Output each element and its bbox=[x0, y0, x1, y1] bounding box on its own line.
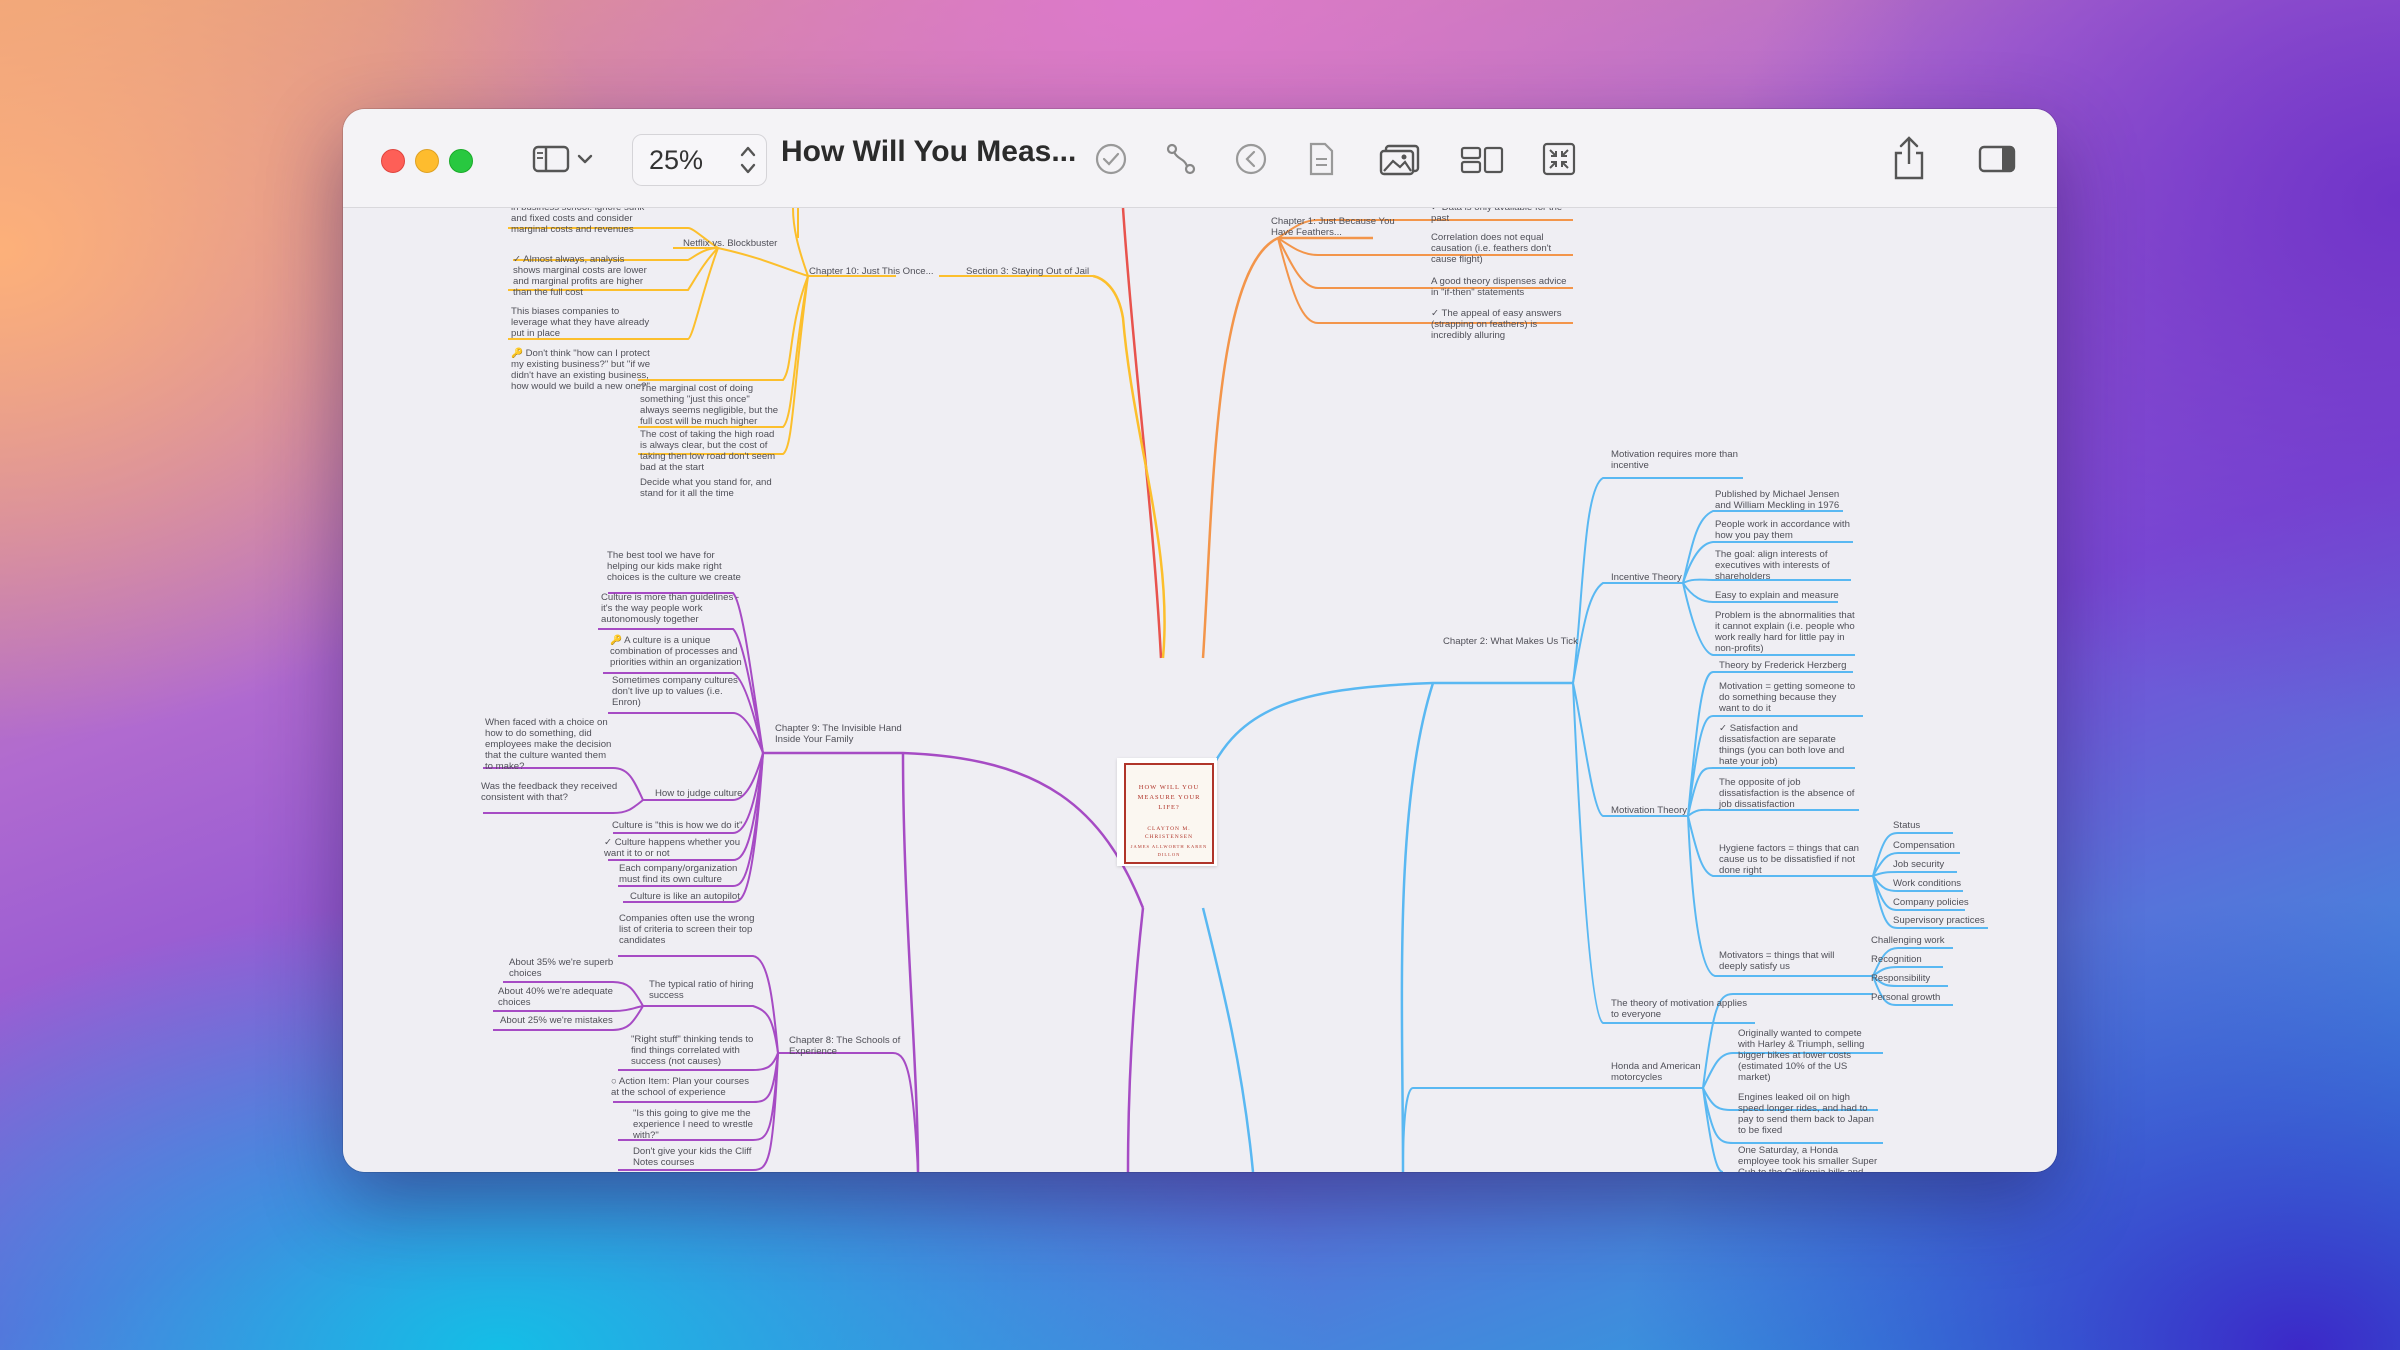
book-cover-title: HOW WILL YOU MEASURE YOUR LIFE? bbox=[1137, 784, 1201, 811]
inspector-icon[interactable] bbox=[1975, 139, 2019, 179]
topic-node[interactable]: Published by Michael Jensen and William … bbox=[1715, 489, 1840, 511]
share-icon[interactable] bbox=[1887, 133, 1931, 183]
topic-node[interactable]: The marginal cost of doing something "ju… bbox=[640, 383, 779, 427]
layout-icon[interactable] bbox=[1459, 139, 1505, 179]
topic-node[interactable]: 🔑 A culture is a unique combination of p… bbox=[610, 635, 742, 668]
topic-node[interactable]: Correlation does not equal causation (i.… bbox=[1431, 232, 1552, 265]
topic-node[interactable]: Responsibility bbox=[1871, 973, 1931, 984]
topic-node[interactable]: About 40% we're adequate choices bbox=[498, 986, 613, 1008]
topic-node[interactable]: Recognition bbox=[1871, 954, 1922, 965]
topic-node[interactable]: About 35% we're superb choices bbox=[509, 957, 614, 979]
topic-node[interactable]: Status bbox=[1893, 820, 1921, 831]
topic-node[interactable]: ✓ Culture happens whether you want it to… bbox=[604, 837, 741, 859]
topic-node[interactable]: Chapter 1: Just Because You Have Feather… bbox=[1271, 216, 1395, 238]
topic-node[interactable]: The opposite of job dissatisfaction is t… bbox=[1719, 777, 1855, 810]
stepper-icon[interactable] bbox=[740, 144, 756, 181]
topic-node[interactable]: Culture is "this is how we do it" bbox=[612, 820, 743, 831]
zoom-button[interactable] bbox=[449, 149, 473, 173]
document-title: How Will You Meas... bbox=[781, 135, 1077, 168]
topic-node[interactable]: Chapter 10: Just This Once... bbox=[809, 266, 934, 277]
topic-node[interactable]: A good theory dispenses advice in "if-th… bbox=[1431, 276, 1567, 298]
topic-node[interactable]: Culture is like an autopilot bbox=[630, 891, 740, 902]
topic-node[interactable]: This biases companies to leverage what t… bbox=[511, 306, 650, 339]
images-icon[interactable] bbox=[1377, 139, 1423, 179]
topic-node[interactable]: Culture is more than guidelines - it's t… bbox=[601, 592, 740, 625]
close-button[interactable] bbox=[381, 149, 405, 173]
topic-node[interactable]: People work in accordance with how you p… bbox=[1715, 519, 1850, 541]
topic-node[interactable]: Motivation = getting someone to do somet… bbox=[1719, 681, 1856, 714]
topic-node[interactable]: Compensation bbox=[1893, 840, 1955, 851]
zoom-value: 25% bbox=[649, 145, 704, 175]
topic-node[interactable]: Was the feedback they received consisten… bbox=[481, 781, 618, 803]
topic-node[interactable]: Supervisory practices bbox=[1893, 915, 1985, 926]
back-icon[interactable] bbox=[1231, 139, 1271, 179]
topic-node[interactable]: Chapter 2: What Makes Us Tick bbox=[1443, 636, 1578, 647]
topic-node[interactable]: "Right stuff" thinking tends to find thi… bbox=[631, 1034, 754, 1067]
topic-node[interactable]: The typical ratio of hiring success bbox=[649, 979, 754, 1001]
topic-node[interactable]: "Is this going to give me the experience… bbox=[633, 1108, 753, 1141]
topic-node[interactable]: Challenging work bbox=[1871, 935, 1945, 946]
topic-node[interactable]: Companies often use the wrong list of cr… bbox=[619, 913, 755, 946]
topic-node[interactable]: Work conditions bbox=[1893, 878, 1962, 889]
topic-node[interactable]: ✓ Satisfaction and dissatisfaction are s… bbox=[1719, 723, 1845, 767]
checkmark-icon[interactable] bbox=[1091, 139, 1131, 179]
topic-node[interactable]: Sometimes company cultures don't live up… bbox=[612, 675, 738, 708]
topic-node[interactable]: Originally wanted to compete with Harley… bbox=[1738, 1028, 1865, 1083]
central-book-cover[interactable]: HOW WILL YOU MEASURE YOUR LIFE? CLAYTON … bbox=[1117, 758, 1217, 866]
topic-node[interactable]: Chapter 9: The Invisible Hand Inside You… bbox=[775, 723, 902, 745]
zoom-control[interactable]: 25% bbox=[632, 134, 767, 186]
topic-node[interactable]: When faced with a choice on how to do so… bbox=[485, 717, 612, 772]
topic-node[interactable]: Each company/organization must find its … bbox=[619, 863, 738, 885]
topic-node[interactable]: 🔑 Don't think "how can I protect my exis… bbox=[511, 348, 651, 392]
topic-node[interactable]: Incentive Theory bbox=[1611, 572, 1682, 583]
topic-node[interactable]: ✓ The appeal of easy answers (strapping … bbox=[1431, 308, 1562, 341]
chevron-down-icon[interactable] bbox=[573, 139, 597, 179]
toolbar: 25% How Will You Meas... bbox=[343, 109, 2057, 208]
topic-node[interactable]: About 25% we're mistakes bbox=[500, 1015, 613, 1026]
book-cover-author: CLAYTON M. CHRISTENSEN bbox=[1144, 826, 1194, 840]
route-icon[interactable] bbox=[1161, 139, 1201, 179]
topic-node[interactable]: Motivators = things that will deeply sat… bbox=[1719, 950, 1835, 972]
book-cover-coauthors: JAMES ALLWORTH KAREN DILLON bbox=[1130, 844, 1208, 857]
topic-node[interactable]: Netflix vs. Blockbuster bbox=[683, 238, 778, 249]
document-icon[interactable] bbox=[1301, 139, 1341, 179]
book-cover-art: HOW WILL YOU MEASURE YOUR LIFE? CLAYTON … bbox=[1124, 763, 1214, 864]
topic-node[interactable]: ✓ Almost always, analysis shows marginal… bbox=[513, 254, 647, 298]
topic-node[interactable]: Easy to explain and measure bbox=[1715, 590, 1839, 601]
topic-node[interactable]: One Saturday, a Honda employee took his … bbox=[1738, 1145, 1878, 1172]
topic-node[interactable]: Motivation requires more than incentive bbox=[1611, 449, 1738, 471]
topic-node[interactable]: Theory by Frederick Herzberg bbox=[1719, 660, 1847, 671]
topic-node[interactable]: Chapter 8: The Schools of Experience bbox=[789, 1035, 901, 1057]
mindmap-canvas[interactable]: HOW WILL YOU MEASURE YOUR LIFE? CLAYTON … bbox=[343, 208, 2057, 1172]
topic-node[interactable]: Engines leaked oil on high speed longer … bbox=[1738, 1092, 1874, 1136]
app-window: 25% How Will You Meas... bbox=[343, 109, 2057, 1172]
topic-node[interactable]: Motivation Theory bbox=[1611, 805, 1688, 816]
topic-node[interactable]: Job security bbox=[1893, 859, 1945, 870]
topic-node[interactable]: Company policies bbox=[1893, 897, 1969, 908]
topic-node[interactable]: The goal: align interests of executives … bbox=[1715, 549, 1830, 582]
topic-node[interactable]: Section 3: Staying Out of Jail bbox=[966, 266, 1090, 277]
topic-node[interactable]: in business school: ignore sunk and fixe… bbox=[511, 208, 644, 235]
topic-node[interactable]: Don't give your kids the Cliff Notes cou… bbox=[633, 1146, 752, 1168]
sidebar-icon[interactable] bbox=[531, 139, 571, 179]
topic-node[interactable]: Honda and American motorcycles bbox=[1611, 1061, 1701, 1083]
topic-node[interactable]: Personal growth bbox=[1871, 992, 1941, 1003]
topic-node[interactable]: Decide what you stand for, and stand for… bbox=[640, 477, 772, 499]
topic-node[interactable]: ○ Action Item: Plan your courses at the … bbox=[611, 1076, 750, 1098]
topic-node[interactable]: How to judge culture bbox=[655, 788, 743, 799]
topic-node[interactable]: Hygiene factors = things that can cause … bbox=[1719, 843, 1859, 876]
topic-node[interactable]: The cost of taking the high road is alwa… bbox=[640, 429, 776, 473]
topic-node[interactable]: The theory of motivation applies to ever… bbox=[1611, 998, 1747, 1020]
collapse-icon[interactable] bbox=[1539, 139, 1579, 179]
topic-node[interactable]: The best tool we have for helping our ki… bbox=[607, 550, 741, 583]
topic-node[interactable]: ✓ Data is only available for the past bbox=[1431, 208, 1562, 224]
mindmap-branches bbox=[483, 208, 1988, 1172]
topic-node[interactable]: Problem is the abnormalities that it can… bbox=[1715, 610, 1855, 654]
minimize-button[interactable] bbox=[415, 149, 439, 173]
